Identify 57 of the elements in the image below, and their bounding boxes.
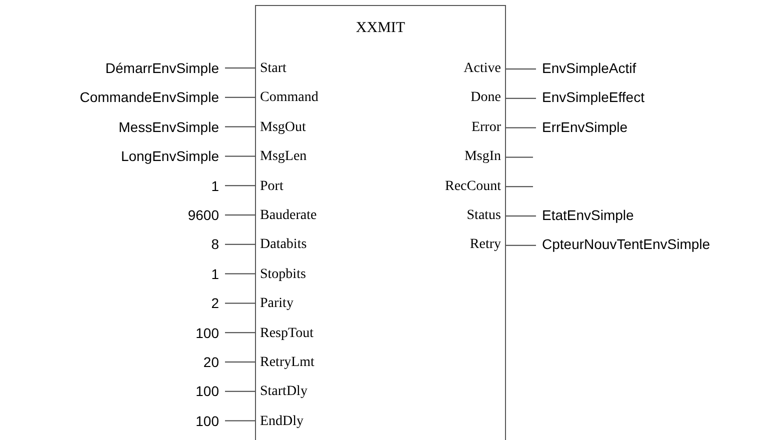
connector-line <box>224 156 256 157</box>
function-block <box>255 5 506 440</box>
pin-name: Active <box>464 60 505 78</box>
variable-name: MessEnvSimple <box>118 118 219 136</box>
connector-line <box>504 98 536 99</box>
connector-line <box>224 273 256 274</box>
connector-line <box>504 127 536 128</box>
connector-line <box>224 302 256 304</box>
pin-name: RecCount <box>445 178 505 196</box>
pin-name: Databits <box>256 236 307 254</box>
pin-name: Stopbits <box>256 266 306 284</box>
variable-name: 100 <box>196 412 219 430</box>
connector-line <box>224 96 256 98</box>
pin-name: Port <box>256 178 284 196</box>
connector-line <box>504 244 536 246</box>
connector-line <box>224 126 256 128</box>
pin-name: EndDly <box>256 412 304 431</box>
variable-name: 8 <box>211 235 219 254</box>
pin-name: RespTout <box>256 324 314 343</box>
connector-line <box>504 156 534 158</box>
variable-name: 100 <box>196 324 219 342</box>
pin-name: Error <box>471 118 505 137</box>
variable-name: 2 <box>211 294 219 312</box>
connector-line <box>224 420 256 422</box>
pin-name: Bauderate <box>256 207 317 225</box>
pin-name: Start <box>256 60 286 78</box>
pin-name: Command <box>256 89 318 108</box>
variable-name: 1 <box>211 264 219 283</box>
pin-name: StartDly <box>256 383 308 402</box>
pin-name: Parity <box>256 295 294 314</box>
connector-line <box>224 332 256 334</box>
variable-name: LongEnvSimple <box>120 147 219 166</box>
pin-name: Done <box>470 89 505 108</box>
variable-name: ErrEnvSimple <box>542 118 628 136</box>
pin-name: Retry <box>470 236 505 254</box>
connector-line <box>224 185 256 186</box>
variable-name: 1 <box>211 176 219 195</box>
connector-line <box>504 186 534 188</box>
connector-line <box>224 244 256 245</box>
block-title: XXMIT <box>354 20 406 37</box>
connector-line <box>224 214 256 216</box>
variable-name: DémarrEnvSimple <box>105 59 219 77</box>
variable-name: CpteurNouvTentEnvSimple <box>542 235 710 254</box>
pin-name: MsgLen <box>256 148 307 166</box>
variable-name: EtatEnvSimple <box>542 206 634 224</box>
pin-name: MsgOut <box>256 118 306 137</box>
variable-name: EnvSimpleActif <box>542 59 636 77</box>
connector-line <box>504 68 536 70</box>
variable-name: 20 <box>203 353 219 371</box>
variable-name: CommandeEnvSimple <box>80 88 219 106</box>
pin-name: Status <box>466 207 505 225</box>
connector-line <box>224 390 256 392</box>
pin-name: RetryLmt <box>256 354 314 372</box>
variable-name: 9600 <box>188 206 219 224</box>
variable-name: 100 <box>196 382 219 400</box>
variable-name: EnvSimpleEffect <box>542 88 644 106</box>
pin-name: MsgIn <box>464 148 505 166</box>
